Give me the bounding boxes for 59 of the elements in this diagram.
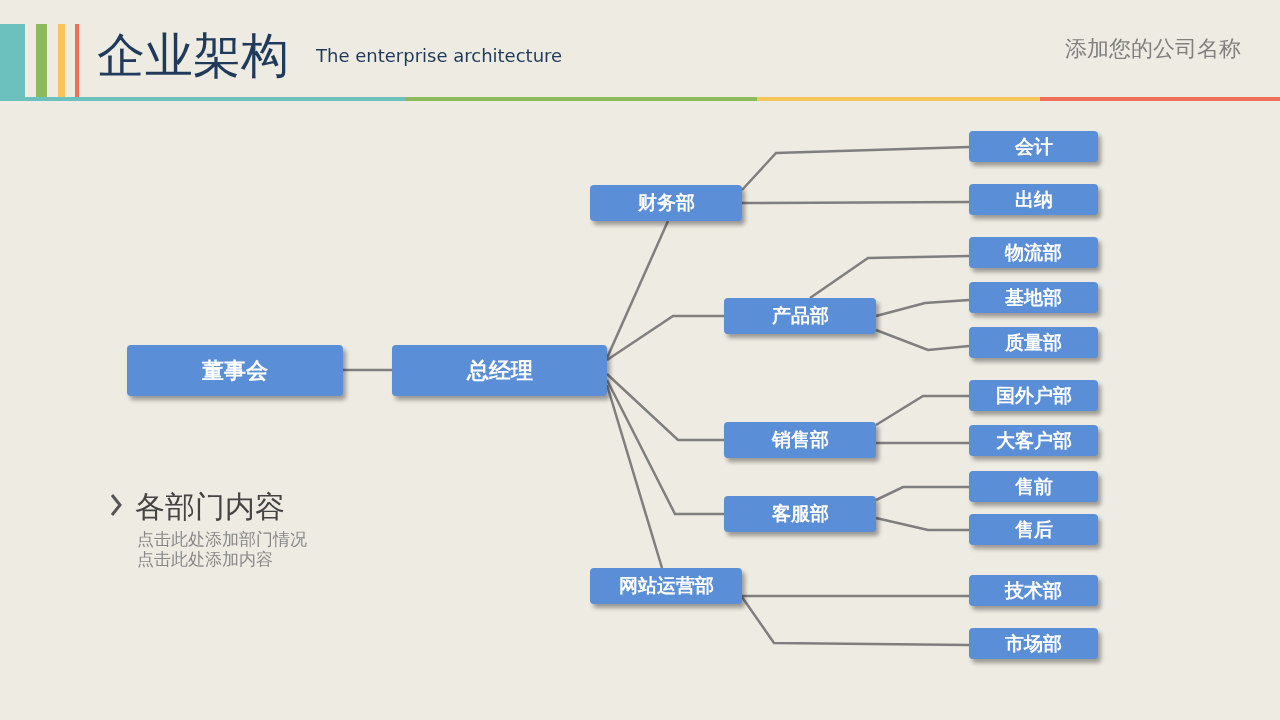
department-box bbox=[590, 568, 742, 604]
department-box bbox=[969, 575, 1098, 606]
placeholder-text: 添加您的公司名称 bbox=[1065, 37, 1241, 62]
connector-line bbox=[605, 379, 724, 516]
subtitle: The enterprise architecture bbox=[316, 46, 563, 66]
connector-line bbox=[875, 298, 970, 318]
department-box bbox=[724, 422, 876, 458]
department-name: 市场部 bbox=[1005, 630, 1062, 656]
connector-line bbox=[742, 200, 969, 205]
executive-box bbox=[127, 345, 343, 396]
department-name: 质量部 bbox=[1005, 329, 1062, 355]
department-name: 大客户部 bbox=[995, 427, 1072, 453]
department-name: 物流部 bbox=[1005, 239, 1062, 265]
department-name: 出纳 bbox=[1014, 186, 1053, 212]
department-box bbox=[969, 514, 1098, 545]
connector-line bbox=[742, 594, 969, 598]
department-box bbox=[969, 380, 1098, 411]
department-name: 售后 bbox=[1014, 516, 1053, 542]
department-box bbox=[969, 282, 1098, 313]
connector-line bbox=[740, 596, 969, 647]
department-box bbox=[969, 628, 1098, 659]
department-name: 技术部 bbox=[1005, 577, 1062, 603]
department-box bbox=[969, 131, 1098, 162]
department-name: 国外户部 bbox=[995, 382, 1072, 408]
connector-line bbox=[606, 314, 724, 362]
department-box bbox=[969, 471, 1098, 502]
section-heading: 各部门内容 bbox=[135, 490, 285, 523]
department-name: 总经理 bbox=[466, 356, 533, 385]
executive-box bbox=[392, 345, 607, 396]
department-name: 财务部 bbox=[637, 190, 695, 215]
connector-line bbox=[876, 441, 969, 445]
department-name: 销售部 bbox=[771, 427, 829, 452]
connector-line bbox=[741, 145, 970, 191]
department-name: 产品部 bbox=[771, 303, 829, 328]
department-name: 会计 bbox=[1014, 133, 1053, 159]
connector-line bbox=[605, 220, 670, 359]
department-box bbox=[590, 185, 742, 221]
connector-line bbox=[875, 516, 969, 532]
connector-line bbox=[343, 368, 392, 372]
connector-line bbox=[875, 328, 970, 352]
connector-line bbox=[809, 254, 970, 300]
department-name: 网站运营部 bbox=[618, 573, 714, 598]
department-box bbox=[969, 237, 1098, 268]
page-title: 企业架构 bbox=[97, 26, 289, 85]
department-box bbox=[724, 496, 876, 532]
connector-line bbox=[606, 373, 724, 442]
department-box bbox=[969, 327, 1098, 358]
department-name: 客服部 bbox=[771, 501, 829, 526]
placeholder-text: 点击此处添加部门情况 bbox=[137, 530, 307, 549]
placeholder-text: 点击此处添加内容 bbox=[137, 550, 273, 569]
connector-line bbox=[875, 394, 969, 427]
department-box bbox=[969, 425, 1098, 456]
department-name: 基地部 bbox=[1005, 284, 1062, 310]
department-box bbox=[724, 298, 876, 334]
connector-line bbox=[875, 485, 969, 502]
department-name: 售前 bbox=[1014, 473, 1053, 499]
department-name: 董事会 bbox=[202, 356, 268, 385]
department-box bbox=[969, 184, 1098, 215]
connector-line bbox=[605, 384, 664, 569]
